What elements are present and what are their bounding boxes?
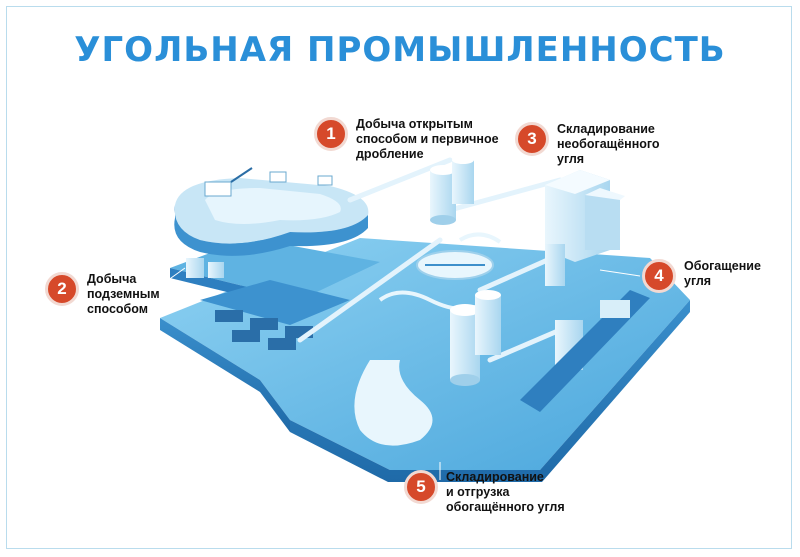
- callout-number-badge: 1: [314, 117, 348, 151]
- raw-coal-storage: [545, 170, 625, 262]
- crusher-silos: [430, 156, 474, 225]
- callout-shipment: 5 Складирование и отгрузка обогащённого …: [404, 470, 565, 515]
- border-frame: [6, 6, 792, 549]
- beneficiation-plant: [520, 244, 650, 412]
- callout-beneficiation: 4 Обогащение угля: [642, 259, 761, 293]
- open-pit-terraces: [174, 167, 369, 256]
- callout-label: Добыча подземным способом: [87, 272, 160, 316]
- enriched-coal-silos: [450, 290, 501, 386]
- leader-lines: [149, 148, 641, 480]
- callout-label: Добыча открытым способом и первичное дро…: [356, 117, 499, 161]
- callout-label: Обогащение угля: [684, 259, 761, 288]
- river-channel: [354, 360, 433, 446]
- callout-underground: 2 Добыча подземным способом: [45, 272, 160, 317]
- callout-number-badge: 3: [515, 122, 549, 156]
- callout-number-badge: 2: [45, 272, 79, 306]
- callout-label: Складирование и отгрузка обогащённого уг…: [446, 470, 565, 514]
- callout-label: Складирование необогащённого угля: [557, 122, 660, 166]
- callout-open-pit: 1 Добыча открытым способом и первичное д…: [314, 117, 499, 162]
- callout-number-badge: 4: [642, 259, 676, 293]
- callout-number-badge: 5: [404, 470, 438, 504]
- underground-mine: [170, 238, 380, 350]
- callout-raw-storage: 3 Складирование необогащённого угля: [515, 122, 660, 167]
- page-title: УГОЛЬНАЯ ПРОМЫШЛЕННОСТЬ: [74, 30, 726, 70]
